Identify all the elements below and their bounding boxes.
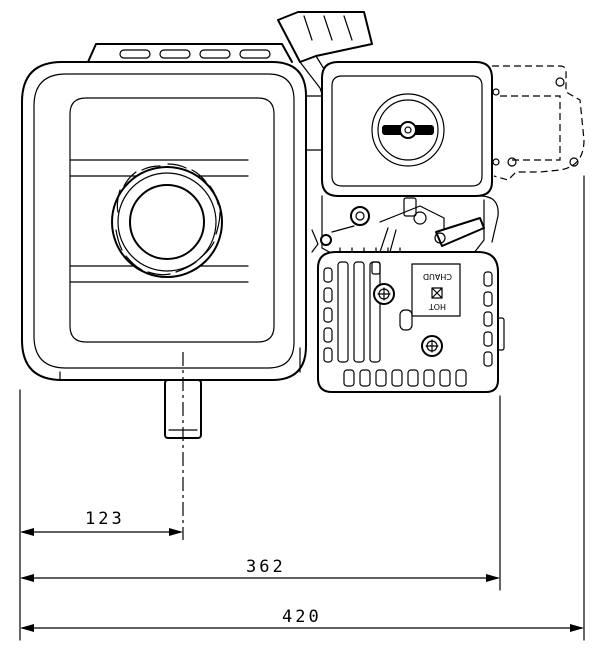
carburetor-linkage: [311, 195, 499, 259]
air-cleaner: [321, 61, 500, 197]
fuel-cap: [111, 163, 223, 278]
recoil-starter-handle: [277, 11, 373, 151]
dimension-420: 420: [20, 607, 584, 632]
warning-text-bottom: HOT: [429, 302, 446, 311]
extension-lines: [19, 175, 585, 641]
dimension-362: 362: [20, 557, 500, 582]
dimension-123: 123: [20, 509, 183, 536]
crankshaft: [164, 352, 202, 540]
muffler-outline: [492, 65, 585, 181]
dim-123-label: 123: [85, 509, 125, 529]
hot-warning-label: CHAUD HOT: [411, 263, 461, 317]
dim-420-label: 420: [282, 607, 322, 627]
warning-text-top: CHAUD: [423, 272, 452, 281]
dim-362-label: 362: [246, 557, 286, 577]
cylinder-shroud: [317, 247, 505, 393]
